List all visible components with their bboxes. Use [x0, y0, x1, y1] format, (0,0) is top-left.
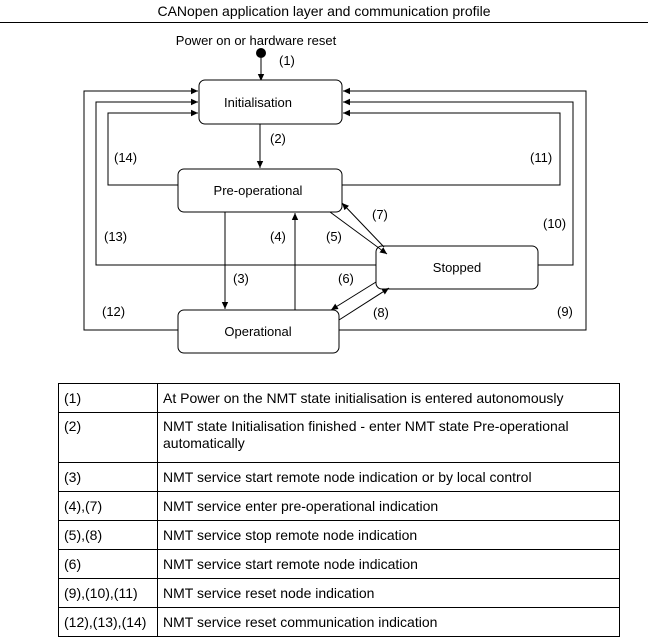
- legend-description: NMT state Initialisation finished - ente…: [157, 412, 620, 463]
- transition-7-label: (7): [372, 207, 388, 222]
- transition-4-label: (4): [270, 229, 286, 244]
- transition-10-label: (10): [543, 216, 566, 231]
- state-stopped-label: Stopped: [433, 260, 481, 275]
- legend-key: (1): [58, 383, 158, 413]
- legend-description: NMT service enter pre-operational indica…: [157, 491, 620, 521]
- transition-5-arrow: [329, 211, 388, 255]
- transition-14-arrow: [107, 109, 198, 186]
- transition-6-label: (6): [338, 271, 354, 286]
- state-operational: [177, 309, 340, 354]
- transition-10-arrow: [343, 98, 574, 266]
- legend-description: NMT service start remote node indication: [157, 549, 620, 579]
- legend-key: (4),(7): [58, 491, 158, 521]
- transition-12-label: (12): [102, 304, 125, 319]
- legend-key: (12),(13),(14): [58, 607, 158, 637]
- legend-row: (5),(8) NMT service stop remote node ind…: [58, 520, 620, 550]
- legend-key: (3): [58, 462, 158, 492]
- transition-12-arrow: [83, 87, 198, 331]
- start-node: [256, 48, 266, 58]
- legend-key: (2): [58, 412, 158, 463]
- transition-13-arrow: [95, 98, 376, 266]
- transition-14-label: (14): [114, 150, 137, 165]
- state-preoperational: [177, 168, 343, 213]
- legend-row: (9),(10),(11) NMT service reset node ind…: [58, 578, 620, 608]
- legend-description: NMT service start remote node indication…: [157, 462, 620, 492]
- state-stopped: [375, 245, 539, 290]
- legend-key: (6): [58, 549, 158, 579]
- transition-1-label: (1): [279, 53, 295, 68]
- nmt-state-diagram: Power on or hardware reset (1) Initialis…: [83, 33, 587, 354]
- transition-7-arrow: [341, 202, 385, 248]
- state-preoperational-label: Pre-operational: [214, 183, 303, 198]
- legend-row: (1) At Power on the NMT state initialisa…: [58, 383, 620, 413]
- transition-11-arrow: [342, 109, 561, 186]
- legend-row: (12),(13),(14) NMT service reset communi…: [58, 607, 620, 637]
- transition-legend-table: (1) At Power on the NMT state initialisa…: [58, 383, 620, 637]
- transition-8-arrow: [338, 287, 390, 321]
- legend-key: (9),(10),(11): [58, 578, 158, 608]
- page-header: CANopen application layer and communicat…: [0, 0, 648, 23]
- transition-2-label: (2): [270, 131, 286, 146]
- legend-description: NMT service reset communication indicati…: [157, 607, 620, 637]
- transition-6-arrow: [330, 281, 377, 311]
- legend-row: (6) NMT service start remote node indica…: [58, 549, 620, 579]
- legend-row: (3) NMT service start remote node indica…: [58, 462, 620, 492]
- start-label: Power on or hardware reset: [176, 33, 337, 48]
- legend-row: (4),(7) NMT service enter pre-operationa…: [58, 491, 620, 521]
- legend-row: (2) NMT state Initialisation finished - …: [58, 412, 620, 463]
- legend-description: NMT service reset node indication: [157, 578, 620, 608]
- transition-5-label: (5): [326, 229, 342, 244]
- transition-9-arrow: [339, 87, 587, 331]
- legend-key: (5),(8): [58, 520, 158, 550]
- transition-3-label: (3): [233, 271, 249, 286]
- state-operational-label: Operational: [224, 324, 291, 339]
- state-initialisation: [198, 79, 343, 125]
- legend-description: NMT service stop remote node indication: [157, 520, 620, 550]
- legend-description: At Power on the NMT state initialisation…: [157, 383, 620, 413]
- transition-11-label: (11): [530, 150, 552, 165]
- transition-9-label: (9): [557, 304, 573, 319]
- transition-13-label: (13): [104, 229, 127, 244]
- transition-8-label: (8): [373, 305, 389, 320]
- state-initialisation-label: Initialisation: [224, 95, 292, 110]
